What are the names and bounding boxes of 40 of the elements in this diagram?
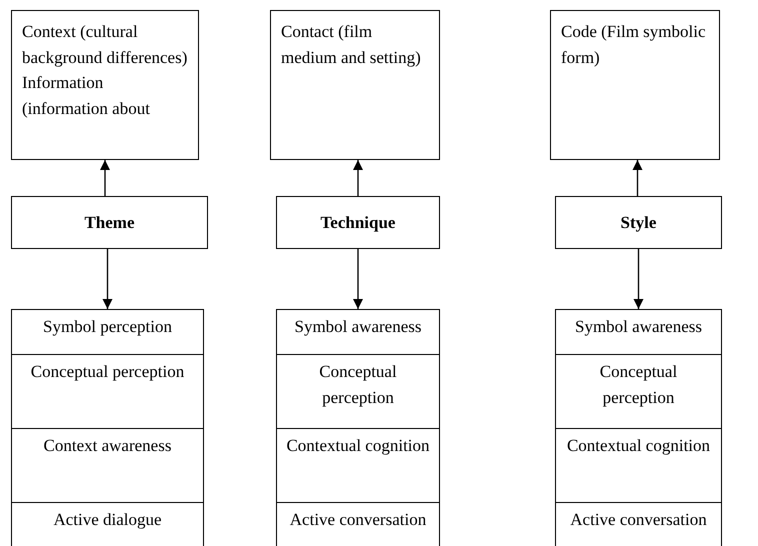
table-cell bbox=[555, 309, 722, 355]
table-cell bbox=[276, 428, 440, 503]
box-text: Context (cultural background differences) bbox=[22, 21, 188, 69]
box-text: Theme bbox=[84, 212, 135, 234]
table-cell bbox=[555, 354, 722, 429]
box-text: Conceptual perception bbox=[598, 361, 678, 409]
box-text: Contextual cognition bbox=[566, 435, 710, 457]
arrow bbox=[634, 249, 644, 309]
box-text: Active dialogue bbox=[53, 509, 162, 531]
box-text: Contextual cognition bbox=[286, 435, 430, 457]
text-box bbox=[550, 10, 720, 160]
text-box bbox=[270, 10, 440, 160]
box-text: Conceptual perception bbox=[318, 361, 398, 409]
table-cell bbox=[11, 309, 204, 355]
arrow bbox=[102, 249, 112, 309]
arrow bbox=[632, 160, 642, 196]
box-text: Symbol awareness bbox=[574, 316, 702, 338]
table-cell bbox=[276, 309, 440, 355]
box-text: Active conversation bbox=[570, 509, 707, 531]
table-cell bbox=[11, 354, 204, 429]
box-text: Contact (film medium and setting) bbox=[281, 21, 422, 69]
table-cell bbox=[276, 354, 440, 429]
table-cell bbox=[11, 428, 204, 503]
table-cell bbox=[555, 428, 722, 503]
category-box bbox=[555, 196, 722, 249]
box-text: Context awareness bbox=[44, 435, 172, 457]
box-text: Information (information about bbox=[22, 72, 151, 120]
text-box bbox=[11, 10, 199, 160]
box-text: Conceptual perception bbox=[30, 361, 184, 383]
arrow bbox=[353, 249, 363, 309]
arrow bbox=[100, 160, 110, 196]
box-text: Code (Film symbolic form) bbox=[561, 21, 706, 68]
box-text: Style bbox=[620, 212, 656, 234]
box-text: Technique bbox=[320, 212, 396, 234]
category-box bbox=[11, 196, 208, 249]
category-box bbox=[276, 196, 440, 249]
box-text: Symbol awareness bbox=[294, 316, 422, 338]
box-text: Symbol perception bbox=[43, 316, 172, 338]
box-text: Active conversation bbox=[290, 509, 426, 531]
arrow bbox=[353, 160, 363, 196]
